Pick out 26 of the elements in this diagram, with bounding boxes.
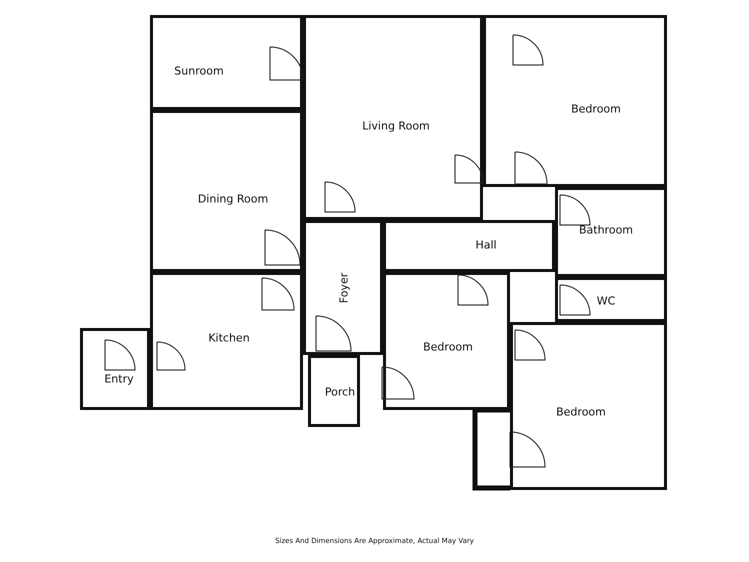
room-outline: [303, 15, 483, 220]
room-outline: [383, 272, 510, 410]
room-outline: [80, 328, 150, 410]
room-outline: [150, 15, 303, 110]
room-label: Dining Room: [198, 192, 268, 206]
room-label: Entry: [104, 372, 134, 386]
room-label: WC: [596, 294, 616, 308]
room-label: Kitchen: [208, 332, 250, 344]
room-label: Foyer: [338, 272, 350, 304]
room-label: Hall: [475, 238, 497, 252]
room-label: Porch: [324, 386, 356, 398]
room-label: Bedroom: [571, 102, 621, 116]
room-label: Bedroom: [556, 406, 606, 418]
room-label: Living Room: [362, 120, 430, 132]
room-label: Bathroom: [578, 224, 634, 236]
room-outline: [150, 110, 303, 272]
room-outline: [510, 322, 667, 490]
room-outline: [150, 272, 303, 410]
room-label: Bedroom: [423, 340, 473, 354]
room-outline: [555, 277, 667, 322]
room-outline: [303, 220, 383, 355]
room-outline: [555, 187, 667, 277]
room-outline: [383, 220, 555, 272]
room-outline: [483, 15, 667, 187]
room-label: Sunroom: [174, 64, 224, 78]
room-outline: [308, 355, 360, 427]
